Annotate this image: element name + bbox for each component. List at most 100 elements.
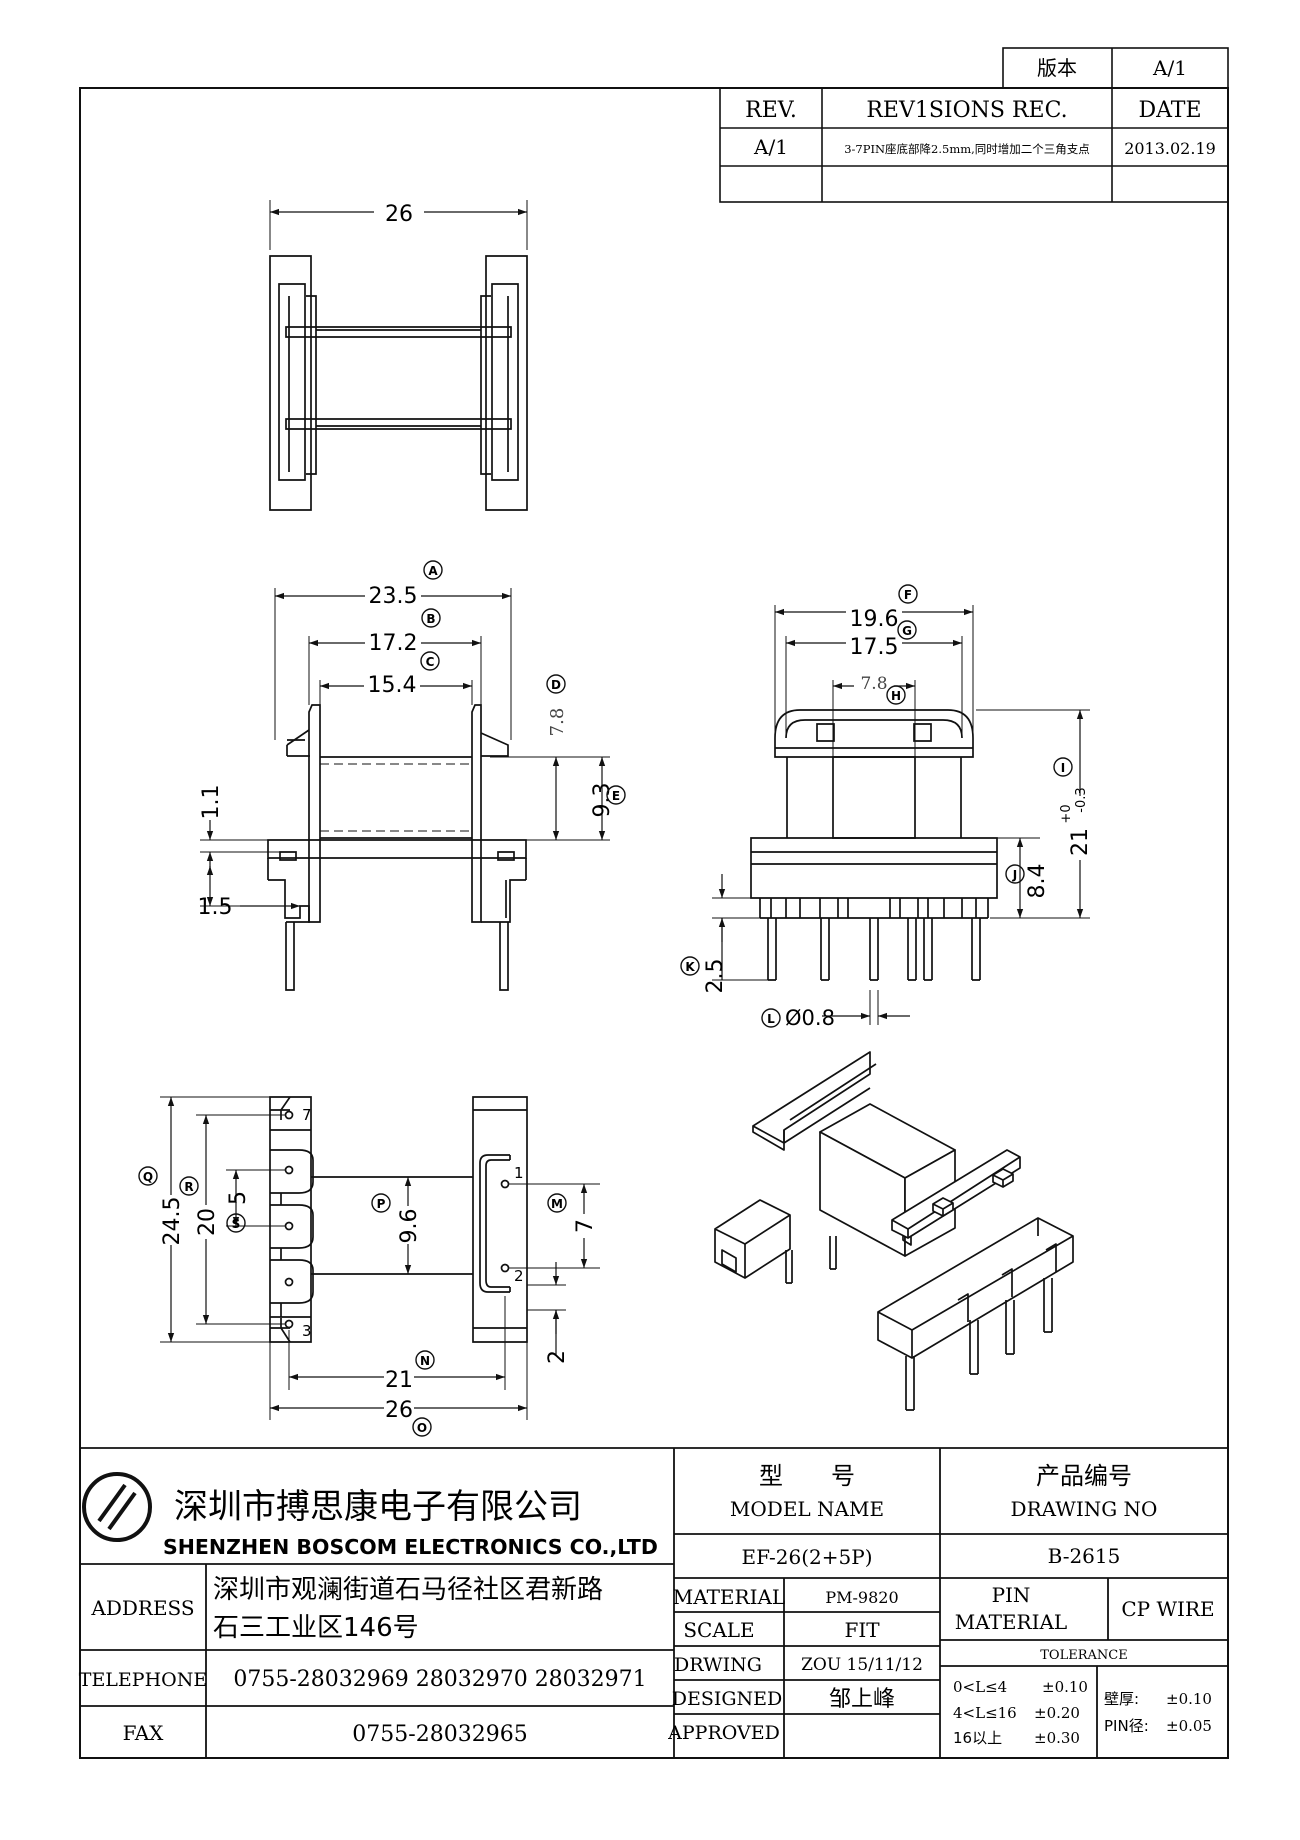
- drawing-no-en: DRAWING NO: [1011, 1497, 1158, 1521]
- tag-p: P: [377, 1197, 386, 1211]
- rev-header: REV.: [745, 98, 797, 123]
- tag-m: M: [551, 1197, 563, 1211]
- tag-n-circle: [415, 1350, 435, 1370]
- dim-f: 19.6: [850, 607, 899, 632]
- company-logo-icon: [82, 1472, 152, 1542]
- tag-e: E: [612, 789, 620, 803]
- dim-c: 15.4: [368, 673, 417, 698]
- tag-m-circle: [547, 1193, 567, 1213]
- scale-value: FIT: [844, 1618, 880, 1642]
- address-line2: 石三工业区146号: [213, 1613, 419, 1643]
- model-value: EF-26(2+5P): [741, 1545, 872, 1569]
- tol-value-3: ±0.30: [1034, 1729, 1080, 1747]
- tag-h: H: [891, 689, 901, 703]
- address-line1: 深圳市观澜街道石马径社区君新路: [213, 1575, 603, 1605]
- tag-o: O: [417, 1421, 427, 1435]
- tag-b-circle: [421, 608, 441, 628]
- pin-material-value: CP WIRE: [1121, 1597, 1214, 1621]
- pin-label-2: 2: [514, 1267, 524, 1285]
- dim-1-5: 1.5: [198, 895, 233, 920]
- drawing-by-value: ZOU 15/11/12: [801, 1655, 923, 1675]
- tag-d-circle: [546, 674, 566, 694]
- version-label: 版本: [1037, 56, 1077, 80]
- pin-label-1: 1: [514, 1164, 524, 1182]
- dim-i-tol-upper: +0: [1059, 804, 1074, 823]
- approved-label: APPROVED: [667, 1722, 780, 1744]
- top-view: [269, 200, 528, 511]
- tag-c: C: [426, 655, 435, 669]
- tag-s: S: [232, 1217, 241, 1231]
- side-view: [712, 605, 1090, 1025]
- dim-i: 21: [1068, 828, 1093, 856]
- tag-f-circle: [898, 584, 918, 604]
- telephone-value: 0755-28032969 28032970 28032971: [233, 1667, 646, 1692]
- tag-h-circle: [886, 685, 906, 705]
- tag-r-circle: [179, 1176, 199, 1196]
- tag-j: J: [1012, 868, 1017, 882]
- tag-l-circle: [761, 1008, 781, 1028]
- telephone-label: TELEPHONE: [79, 1669, 207, 1691]
- pin-material-line1: PIN: [992, 1583, 1031, 1607]
- drawing-by-label: DRWING: [674, 1654, 762, 1676]
- model-name-cn: 型 号: [759, 1462, 855, 1490]
- rev-row-rev: A/1: [753, 135, 788, 159]
- company-name-cn: 深圳市搏思康电子有限公司: [174, 1487, 582, 1527]
- rec-header: REV1SIONS REC.: [866, 98, 1067, 123]
- designed-by-value: 邹上峰: [829, 1687, 895, 1712]
- dim-s: 5: [226, 1191, 251, 1205]
- tol-range-2: 4<L≤16: [953, 1704, 1017, 1722]
- dim-k: 2.5: [703, 959, 728, 994]
- dim-2: 2: [545, 1350, 570, 1364]
- model-name-en: MODEL NAME: [730, 1497, 884, 1521]
- dim-r: 20: [195, 1208, 220, 1236]
- address-label: ADDRESS: [90, 1596, 194, 1620]
- tag-k: K: [685, 960, 695, 974]
- tag-f: F: [904, 588, 912, 602]
- top-dim-26: 26: [385, 202, 413, 227]
- pin-label-3: 3: [302, 1322, 312, 1340]
- tolerance-label: TOLERANCE: [1040, 1648, 1127, 1663]
- tag-q: Q: [143, 1170, 153, 1184]
- tag-a-circle: [423, 560, 443, 580]
- tag-i: I: [1061, 761, 1065, 775]
- version-value: A/1: [1152, 56, 1187, 80]
- pin-dia-value: ±0.05: [1166, 1717, 1212, 1735]
- dim-j: 8.4: [1025, 864, 1050, 899]
- revisions-table: [719, 87, 1229, 203]
- dim-q: 24.5: [160, 1197, 185, 1246]
- wall-value: ±0.10: [1166, 1690, 1212, 1708]
- dim-b: 17.2: [369, 631, 418, 656]
- front-view: [200, 588, 610, 991]
- rev-row-date: 2013.02.19: [1124, 139, 1216, 158]
- tag-k-circle: [680, 956, 700, 976]
- isometric-view: [714, 1051, 1074, 1411]
- rev-row-rec: 3-7PIN座底部降2.5mm,同时增加二个三角支点: [844, 142, 1090, 156]
- tag-j-circle: [1005, 864, 1025, 884]
- designed-label: DESIGNED: [672, 1688, 783, 1710]
- tag-a: A: [428, 564, 438, 578]
- pin-label-7: 7: [302, 1106, 312, 1124]
- dim-p: 9.6: [397, 1209, 422, 1244]
- dim-l: Ø0.8: [785, 1006, 835, 1030]
- tag-p-circle: [371, 1193, 391, 1213]
- dim-n: 21: [385, 1368, 413, 1393]
- tag-o-circle: [412, 1417, 432, 1437]
- tol-value-1: ±0.10: [1042, 1678, 1088, 1696]
- tag-s-circle: [226, 1213, 246, 1233]
- tag-d: D: [551, 678, 561, 692]
- tag-r: R: [184, 1180, 193, 1194]
- title-block-grid: [80, 1447, 1228, 1758]
- dim-a: 23.5: [369, 584, 418, 609]
- pin-material-line2: MATERIAL: [955, 1610, 1067, 1634]
- tag-b: B: [426, 612, 435, 626]
- scale-label: SCALE: [683, 1618, 754, 1642]
- sheet-border: [79, 87, 1229, 1759]
- dim-o: 26: [385, 1398, 413, 1423]
- dim-m: 7: [573, 1219, 598, 1233]
- material-label: MATERIAL: [673, 1585, 785, 1609]
- dim-h: 7.8: [860, 674, 887, 694]
- dim-1-1: 1.1: [199, 785, 224, 820]
- tag-c-circle: [420, 651, 440, 671]
- pin-dia-label: PIN径:: [1104, 1717, 1149, 1735]
